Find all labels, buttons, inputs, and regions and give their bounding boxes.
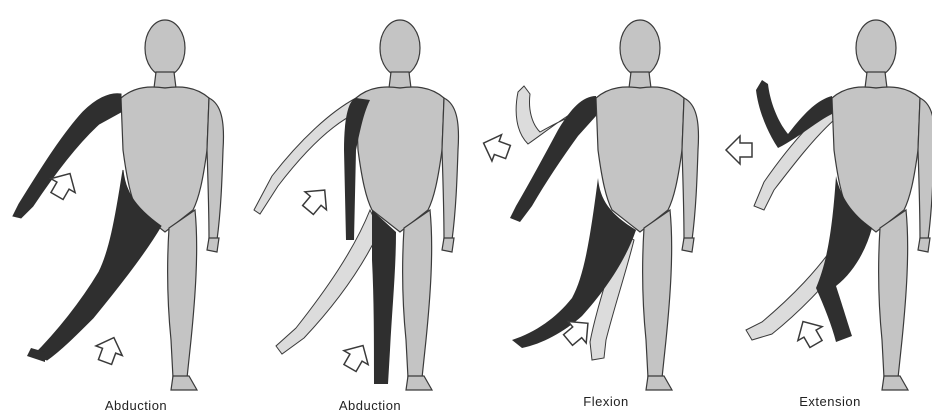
caption-extension: Extension	[799, 394, 861, 409]
abduction-figure-1	[13, 20, 223, 390]
flexion-figure	[479, 20, 699, 390]
outline-arrow-icon	[726, 136, 752, 164]
outline-arrow-icon	[479, 130, 513, 165]
outline-arrow-icon	[92, 333, 127, 367]
caption-abduction-1: Abduction	[105, 398, 167, 413]
ghost-leg	[276, 210, 380, 354]
moving-leg	[372, 210, 396, 384]
moving-arm	[756, 80, 832, 148]
ghost-arm	[254, 98, 358, 214]
body-silhouette	[596, 20, 698, 390]
caption-flexion: Flexion	[583, 394, 628, 409]
extension-figure	[726, 20, 932, 390]
body-silhouette	[356, 20, 458, 390]
abduction-figure-2	[254, 20, 458, 390]
outline-arrow-icon	[791, 314, 828, 351]
caption-abduction-2: Abduction	[339, 398, 401, 413]
outline-arrow-icon	[338, 338, 375, 375]
outline-arrow-icon	[297, 181, 335, 219]
moving-arm	[13, 94, 121, 218]
